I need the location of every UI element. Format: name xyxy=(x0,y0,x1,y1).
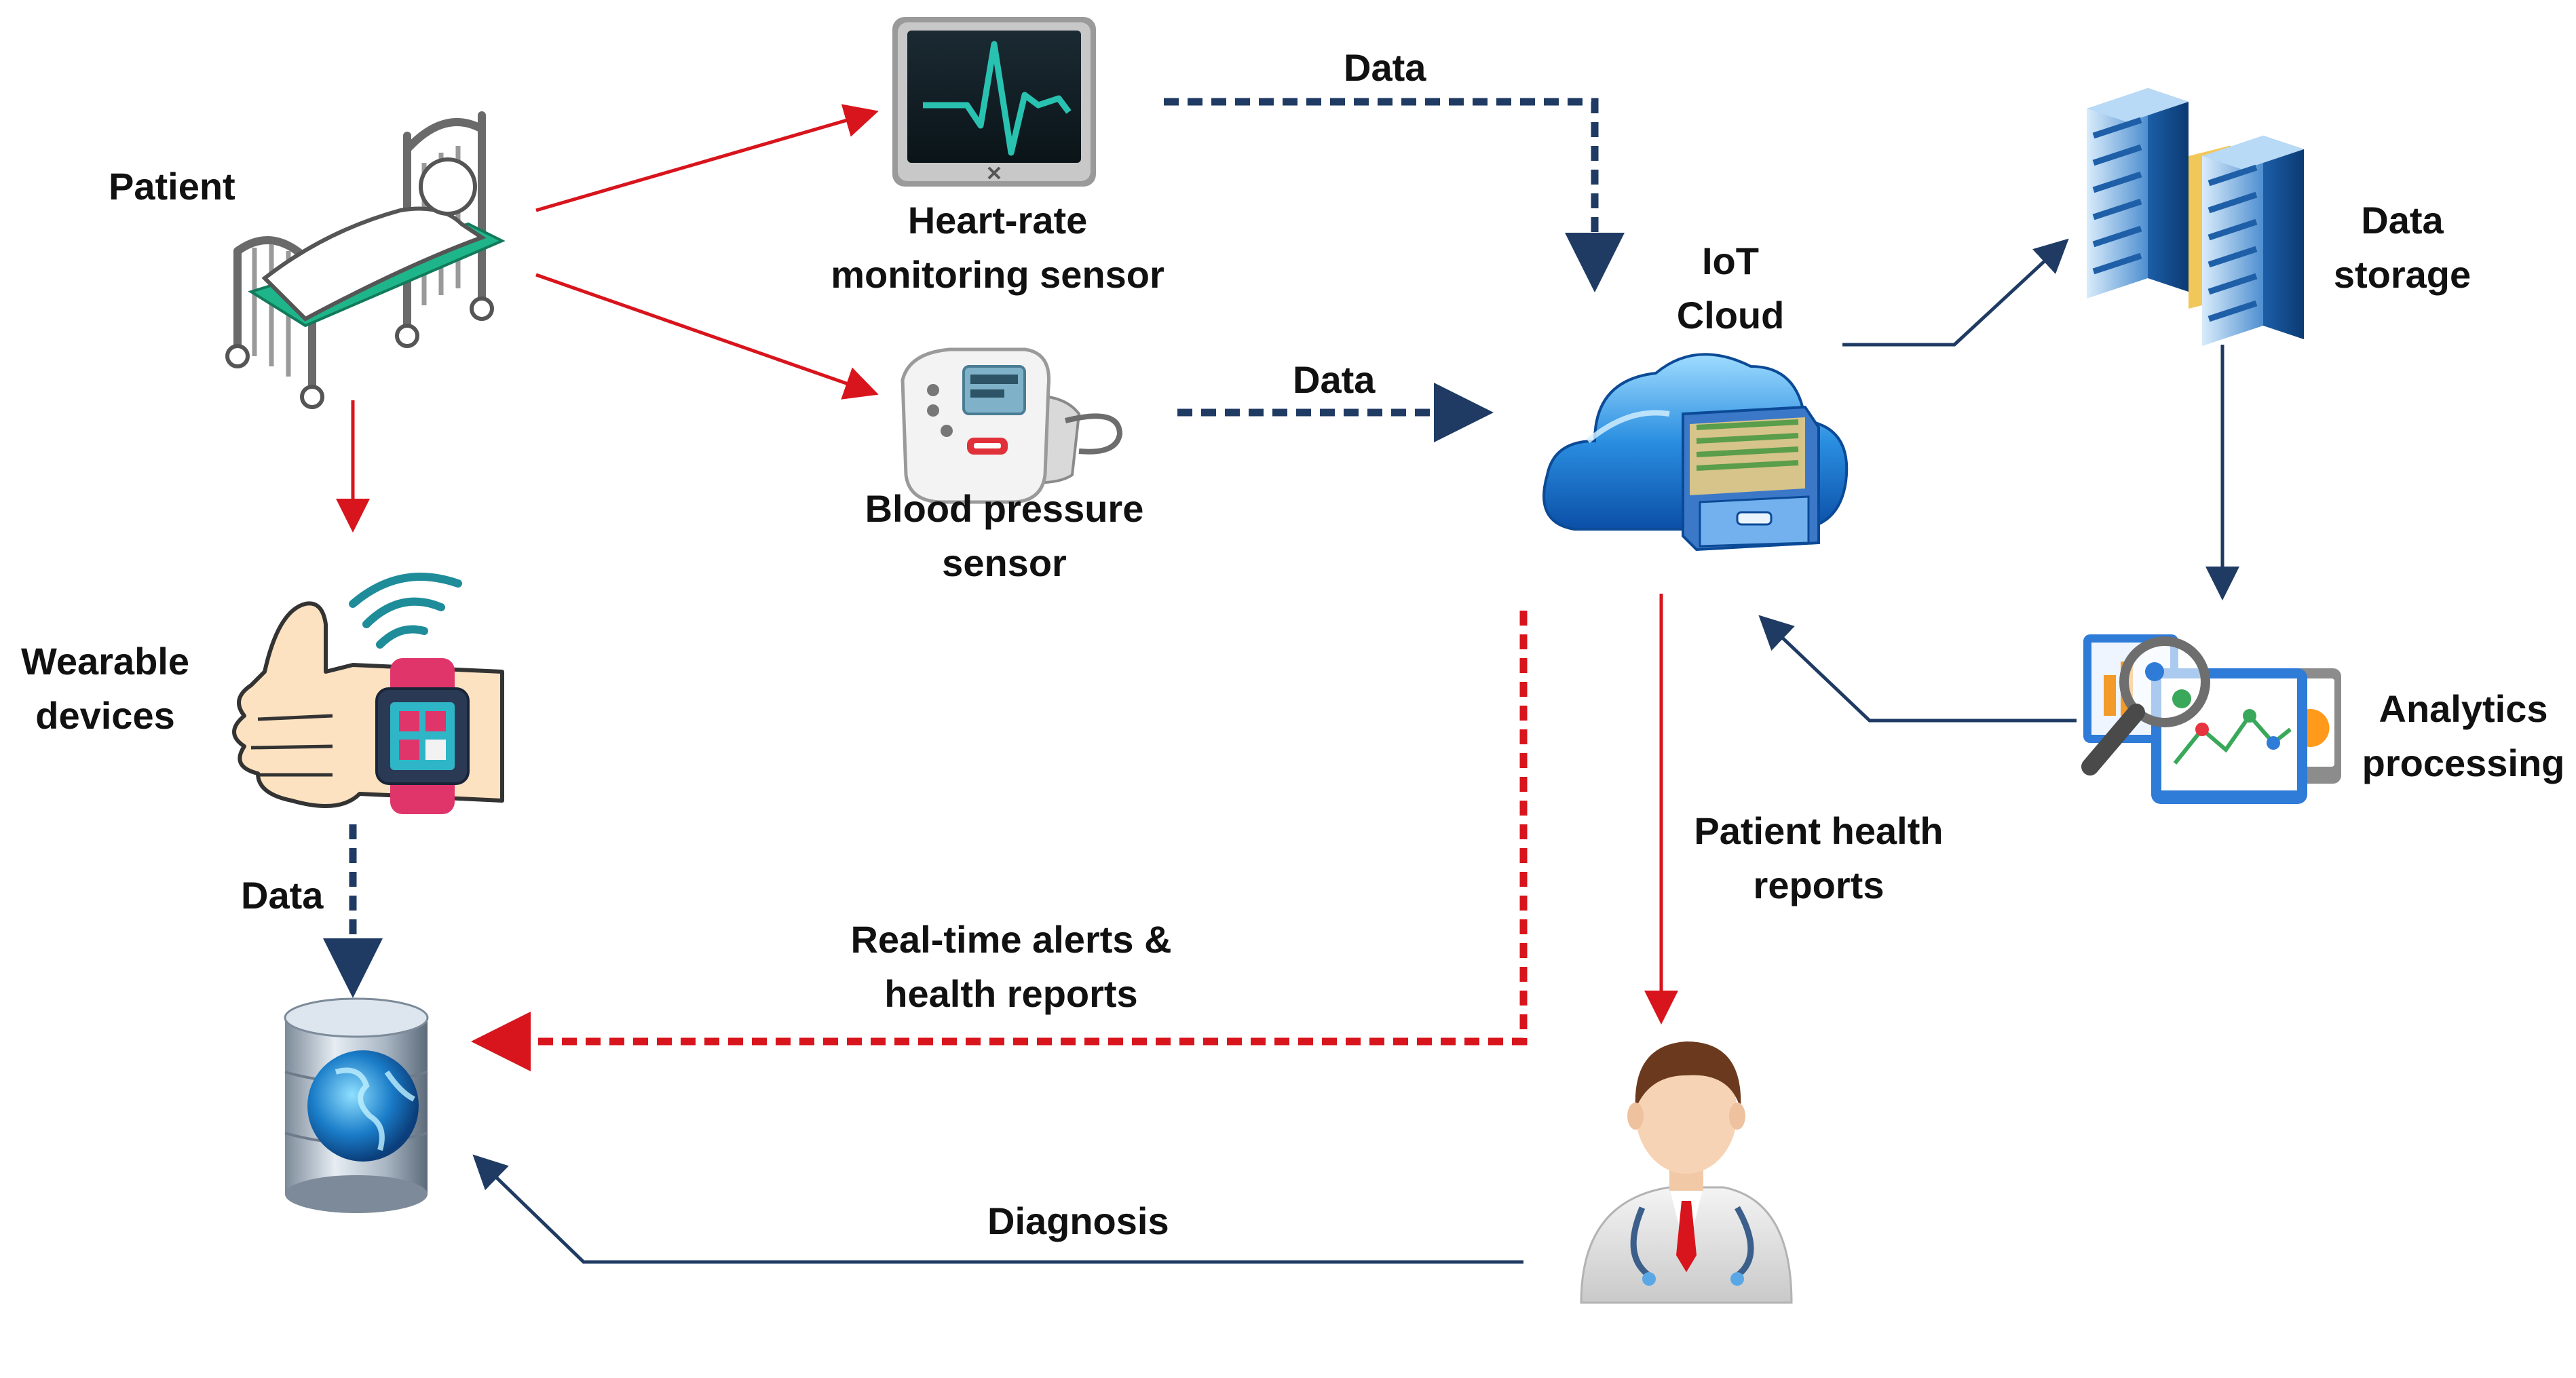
wearable-devices-label-line-1: Wearable xyxy=(21,640,189,683)
wearable-devices-label: Wearable devices xyxy=(7,634,204,743)
patient-health-reports-label-line-1: Patient health xyxy=(1694,809,1944,852)
patient-health-reports-label: Patient health reports xyxy=(1649,804,1988,913)
cloud-file-cabinet-icon xyxy=(1542,353,1849,552)
hospital-bed-icon xyxy=(225,111,506,409)
iot-cloud-label-line-1: IoT xyxy=(1702,240,1759,282)
doctor-avatar-icon xyxy=(1580,1041,1793,1304)
blood-pressure-sensor-label-line-2: sensor xyxy=(942,541,1067,584)
heart-rate-sensor-label-line-1: Heart-rate xyxy=(907,199,1088,242)
data-label-wearable: Data xyxy=(241,874,324,917)
patient-health-reports-label-line-2: reports xyxy=(1753,864,1884,906)
arrow-cloud-to-storage xyxy=(1842,238,2069,347)
analytics-processing-label-line-1: Analytics xyxy=(2379,687,2548,730)
patient-label: Patient xyxy=(109,165,235,208)
blood-pressure-sensor-label: Blood pressure sensor xyxy=(835,482,1174,590)
analytics-processing-label: Analytics processing xyxy=(2362,682,2565,790)
data-storage-label: Data storage xyxy=(2321,193,2484,302)
data-label-heart: Data xyxy=(1344,46,1426,89)
arrow-heart-data-to-cloud xyxy=(1164,98,1625,292)
wearable-devices-label-line-2: devices xyxy=(35,694,175,737)
realtime-alerts-label: Real-time alerts & health reports xyxy=(801,913,1221,1021)
arrow-analytics-to-cloud xyxy=(1758,615,2077,723)
globe-database-icon xyxy=(284,997,429,1213)
blood-pressure-sensor-label-line-1: Blood pressure xyxy=(865,487,1144,530)
blood-pressure-monitor-icon xyxy=(901,347,1123,504)
server-racks-icon xyxy=(2087,88,2304,346)
smartwatch-wrist-icon xyxy=(232,573,504,814)
arrow-alerts-to-database xyxy=(471,611,1528,1071)
arrow-patient-to-heart-sensor xyxy=(535,104,879,212)
data-storage-label-line-2: storage xyxy=(2333,253,2471,296)
diagnosis-label: Diagnosis xyxy=(987,1200,1169,1242)
realtime-alerts-label-line-2: health reports xyxy=(884,972,1138,1015)
connectors xyxy=(323,98,2239,1264)
realtime-alerts-label-line-1: Real-time alerts & xyxy=(850,918,1172,961)
heart-rate-sensor-label-line-2: monitoring sensor xyxy=(831,253,1164,296)
arrow-patient-to-bp-sensor xyxy=(535,273,879,400)
data-label-bp: Data xyxy=(1293,358,1376,401)
iot-cloud-label-line-2: Cloud xyxy=(1676,294,1785,337)
arrow-diagnosis-to-database xyxy=(472,1154,1523,1264)
heart-rate-sensor-label: Heart-rate monitoring sensor xyxy=(808,193,1188,302)
heart-monitor-icon xyxy=(892,17,1096,187)
data-storage-label-line-1: Data xyxy=(2361,199,2444,242)
iot-cloud-label: IoT Cloud xyxy=(1663,234,1798,343)
analytics-dashboard-icon xyxy=(2081,634,2341,804)
analytics-processing-label-line-2: processing xyxy=(2362,742,2565,784)
